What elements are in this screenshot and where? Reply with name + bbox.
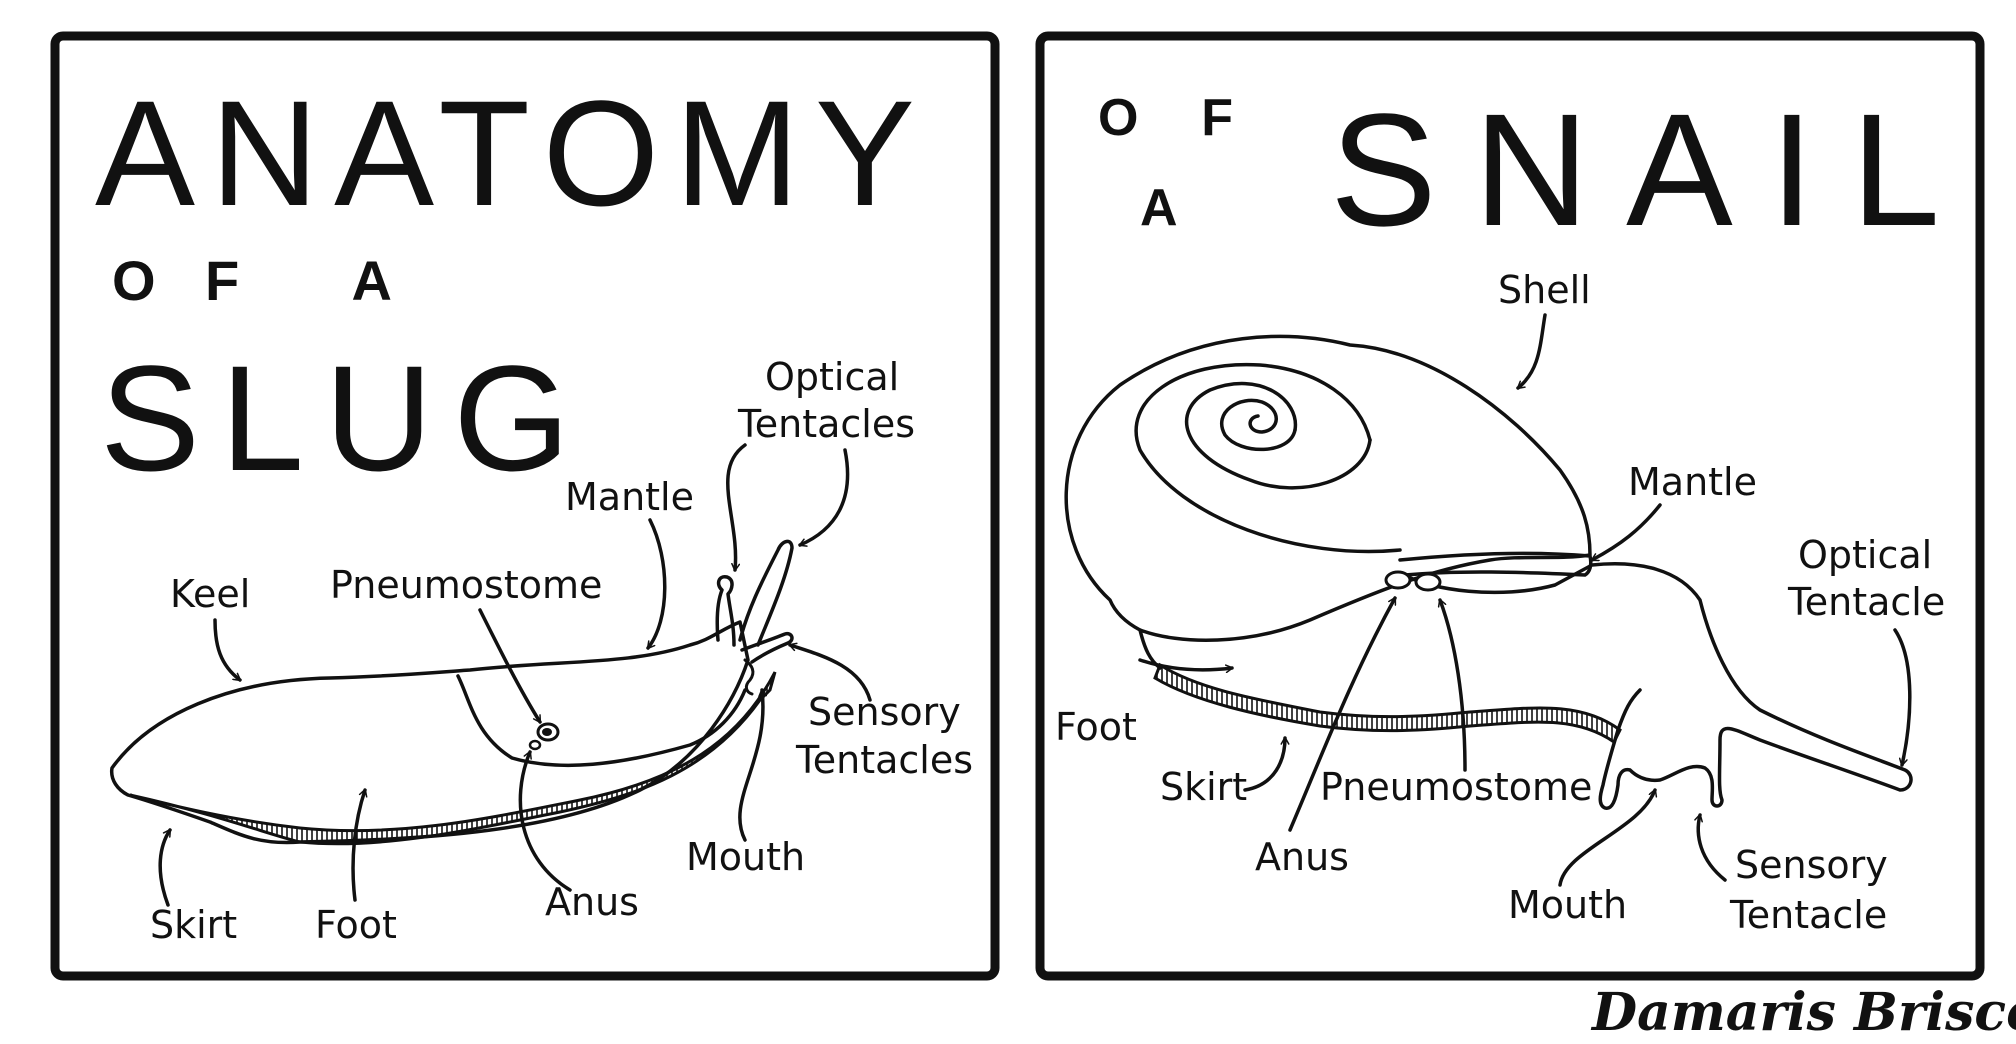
slug-label-pneumostome: Pneumostome <box>330 563 602 607</box>
snail-label-pneumostome: Pneumostome <box>1320 765 1592 809</box>
snail-label-optical-2: Tentacle <box>1787 580 1945 624</box>
snail-label-skirt: Skirt <box>1160 765 1247 809</box>
snail-label-sensory-2: Tentacle <box>1729 893 1887 937</box>
slug-label-sensory-1: Sensory <box>808 690 961 734</box>
snail-pneumostome-hole <box>1416 574 1440 590</box>
snail-label-shell: Shell <box>1498 268 1591 312</box>
slug-label-skirt: Skirt <box>150 903 237 947</box>
slug-label-optical-2: Tentacles <box>737 402 915 446</box>
slug-title-anatomy: ANATOMY <box>95 69 915 237</box>
slug-label-foot: Foot <box>315 903 397 947</box>
slug-panel: ANATOMY OF A SLUG Optical Tentacles Man <box>55 36 995 976</box>
slug-label-keel: Keel <box>170 572 250 616</box>
slug-title-slug: SLUG <box>100 334 570 502</box>
artist-signature: Damaris Brisco <box>1590 982 2016 1043</box>
snail-panel: OF A SNAIL Shell Mantle Optical Ten <box>1040 36 1980 976</box>
slug-label-anus: Anus <box>545 880 639 924</box>
snail-label-optical-1: Optical <box>1798 533 1932 577</box>
slug-label-sensory-2: Tentacles <box>795 738 973 782</box>
snail-label-anus: Anus <box>1255 835 1349 879</box>
slug-label-mantle: Mantle <box>565 475 694 519</box>
slug-anus-hole <box>530 741 540 749</box>
slug-pneumostome-dot <box>542 728 552 736</box>
snail-label-foot: Foot <box>1055 705 1137 749</box>
slug-label-optical-1: Optical <box>765 355 899 399</box>
snail-label-mouth: Mouth <box>1508 883 1627 927</box>
snail-anus-hole <box>1386 572 1410 588</box>
snail-label-mantle: Mantle <box>1628 460 1757 504</box>
snail-label-sensory-1: Sensory <box>1735 843 1888 887</box>
snail-title-a: A <box>1140 179 1178 237</box>
